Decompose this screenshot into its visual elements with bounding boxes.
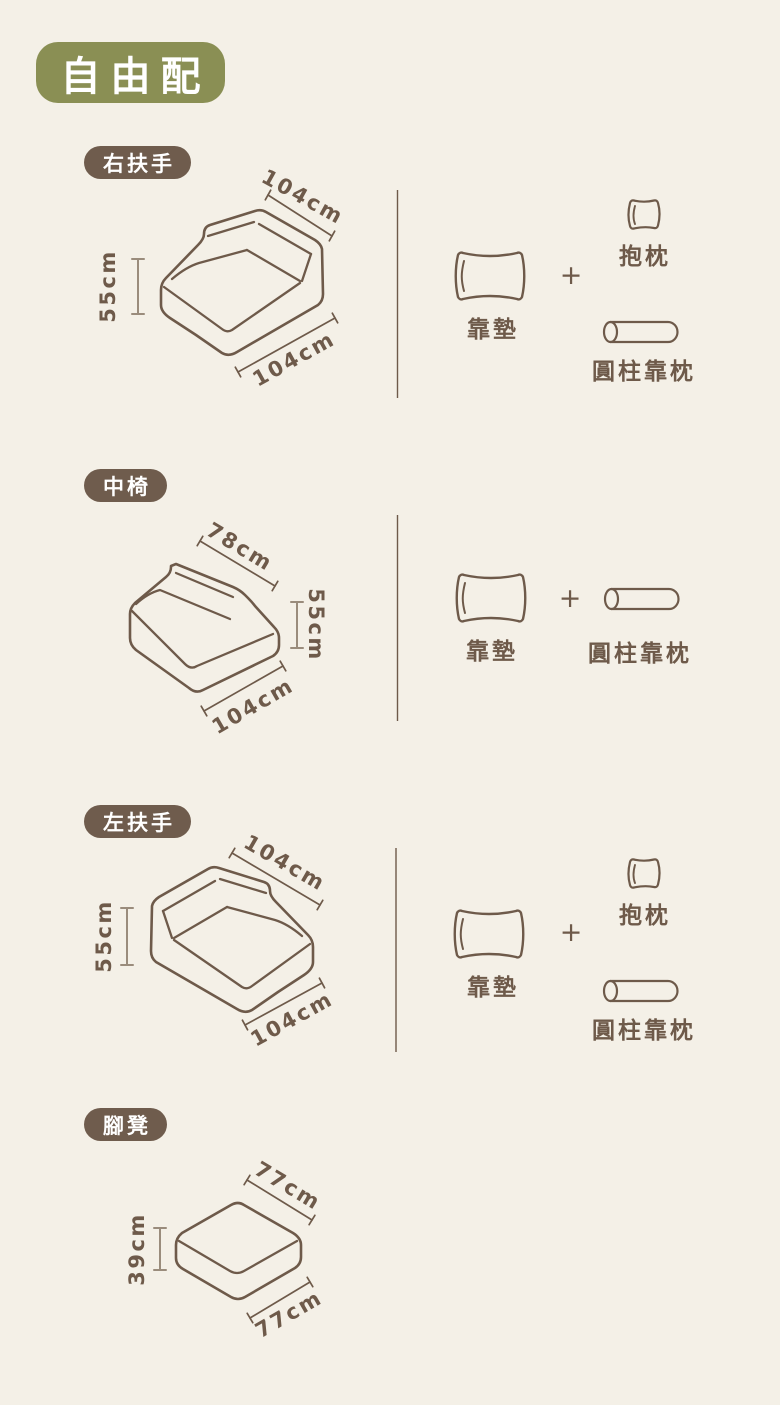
cushion-icon: [455, 573, 527, 623]
dim-side-footstool: 39cm: [125, 1212, 149, 1286]
cylinder-label: 圓柱靠枕: [588, 641, 692, 667]
dim-top-right-armrest: 104cm: [257, 164, 349, 230]
cushion-label: 靠墊: [467, 317, 519, 343]
cushion-label: 靠墊: [466, 639, 518, 665]
pillow-icon: [627, 858, 661, 889]
plus-sign: +: [559, 260, 583, 291]
plus-sign: +: [558, 583, 582, 614]
dim-bottom-footstool: 77cm: [251, 1285, 327, 1343]
cushion-icon: [454, 251, 526, 301]
pillow-label: 抱枕: [619, 903, 671, 929]
pillow-icon: [627, 199, 661, 230]
dim-top-footstool: 77cm: [250, 1156, 326, 1216]
section-label-middle-chair: 中椅: [84, 469, 167, 502]
height-measure-left-armrest: [120, 907, 134, 966]
dim-side-middle-chair: 55cm: [304, 588, 328, 662]
cylinder-icon: [603, 587, 680, 611]
sofa-left-armrest-drawing: [149, 865, 315, 1014]
section-label-left-armrest: 左扶手: [84, 805, 191, 838]
dim-top-middle-chair: 78cm: [202, 517, 278, 577]
cylinder-icon: [602, 979, 679, 1003]
section-dividers: [395, 190, 399, 1052]
page-title-badge: 自由配: [36, 42, 225, 103]
section-label-footstool: 腳凳: [84, 1108, 167, 1141]
sofa-right-armrest-drawing: [159, 208, 325, 357]
height-measure-right-armrest: [131, 258, 145, 315]
plus-sign: +: [559, 917, 583, 948]
dim-side-right-armrest: 55cm: [96, 249, 120, 323]
section-label-right-armrest: 右扶手: [84, 146, 191, 179]
pillow-label: 抱枕: [619, 244, 671, 270]
dim-bottom-left-armrest: 104cm: [246, 986, 338, 1052]
cushion-label: 靠墊: [467, 975, 519, 1001]
cushion-icon: [453, 909, 525, 959]
sofa-middle-chair-drawing: [128, 562, 281, 693]
cylinder-icon: [602, 320, 679, 344]
footstool-drawing: [174, 1201, 303, 1301]
dim-bottom-right-armrest: 104cm: [248, 326, 340, 392]
dim-bottom-middle-chair: 104cm: [207, 672, 299, 740]
dim-top-left-armrest: 104cm: [239, 829, 331, 897]
height-measure-footstool: [153, 1227, 167, 1271]
cylinder-label: 圓柱靠枕: [592, 1018, 696, 1044]
cylinder-label: 圓柱靠枕: [592, 359, 696, 385]
dim-side-left-armrest: 55cm: [92, 899, 116, 973]
height-measure-middle-chair: [290, 601, 304, 649]
